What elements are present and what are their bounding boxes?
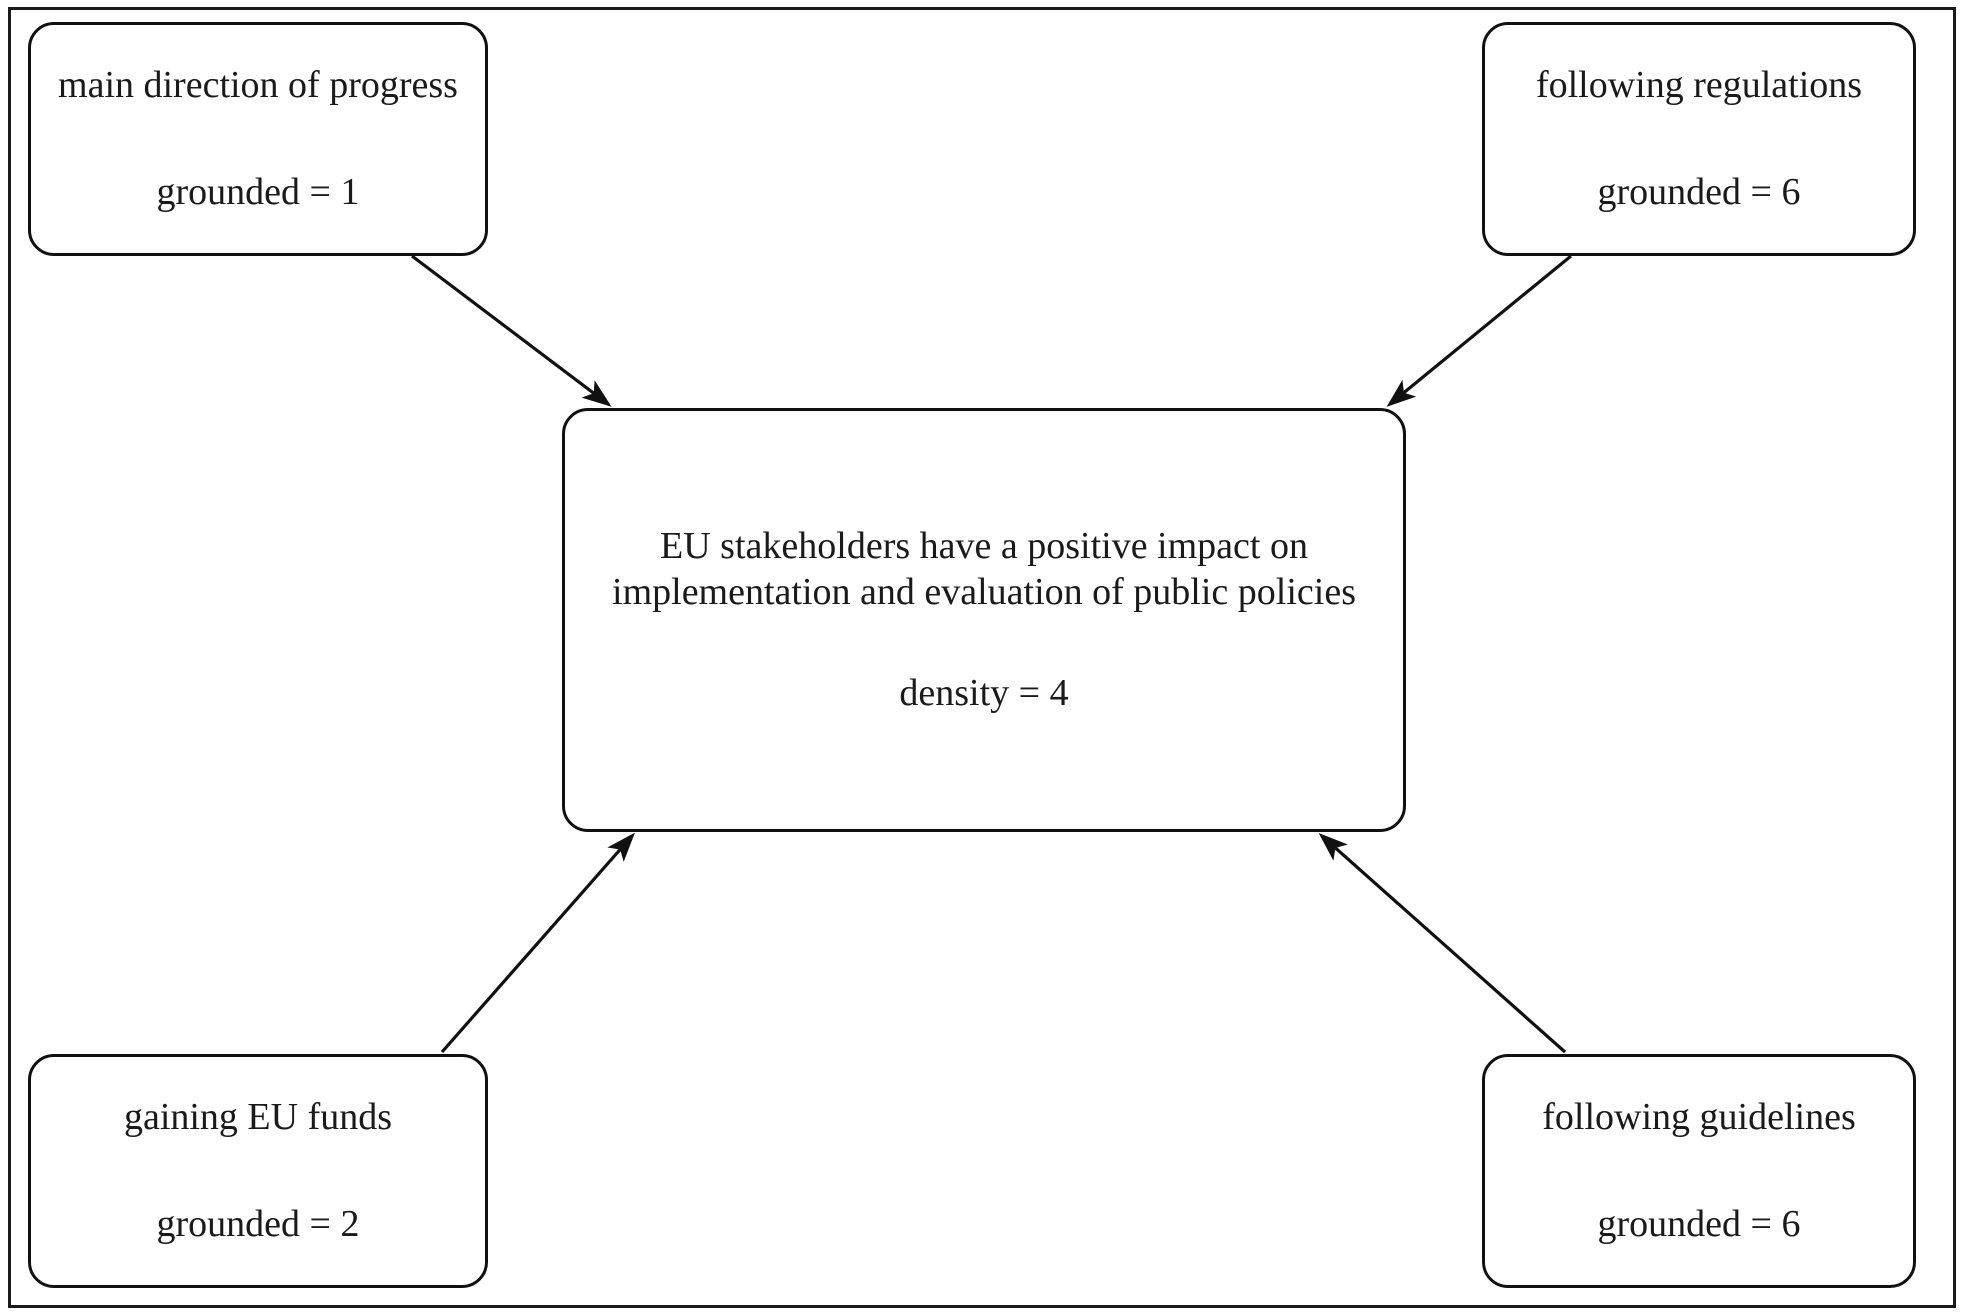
node-main-direction-of-progress[interactable]: main direction of progress grounded = 1 [28, 22, 488, 256]
node-following-regulations[interactable]: following regulations grounded = 6 [1482, 22, 1916, 256]
node-following-guidelines[interactable]: following guidelines grounded = 6 [1482, 1054, 1916, 1288]
node-metric: grounded = 2 [156, 1203, 360, 1245]
node-gaining-eu-funds[interactable]: gaining EU funds grounded = 2 [28, 1054, 488, 1288]
node-eu-stakeholders-positive-impact[interactable]: EU stakeholders have a positive impact o… [562, 408, 1406, 832]
node-label: following regulations [1535, 64, 1863, 107]
node-metric: grounded = 1 [156, 171, 360, 213]
node-label: EU stakeholders have a positive impact o… [612, 524, 1356, 613]
node-label: following guidelines [1542, 1096, 1856, 1139]
edge-main-direction-to-center [411, 254, 612, 407]
edge-gaining-funds-to-center [440, 832, 635, 1054]
node-label: main direction of progress [58, 64, 458, 107]
edge-following-regulations-to-center [1386, 254, 1573, 407]
node-metric: density = 4 [899, 672, 1069, 715]
node-label: gaining EU funds [123, 1096, 393, 1139]
edge-following-guidelines-to-center [1318, 833, 1567, 1054]
diagram-frame-border [8, 7, 1956, 1308]
node-metric: grounded = 6 [1597, 1203, 1801, 1245]
node-metric: grounded = 6 [1597, 171, 1801, 213]
